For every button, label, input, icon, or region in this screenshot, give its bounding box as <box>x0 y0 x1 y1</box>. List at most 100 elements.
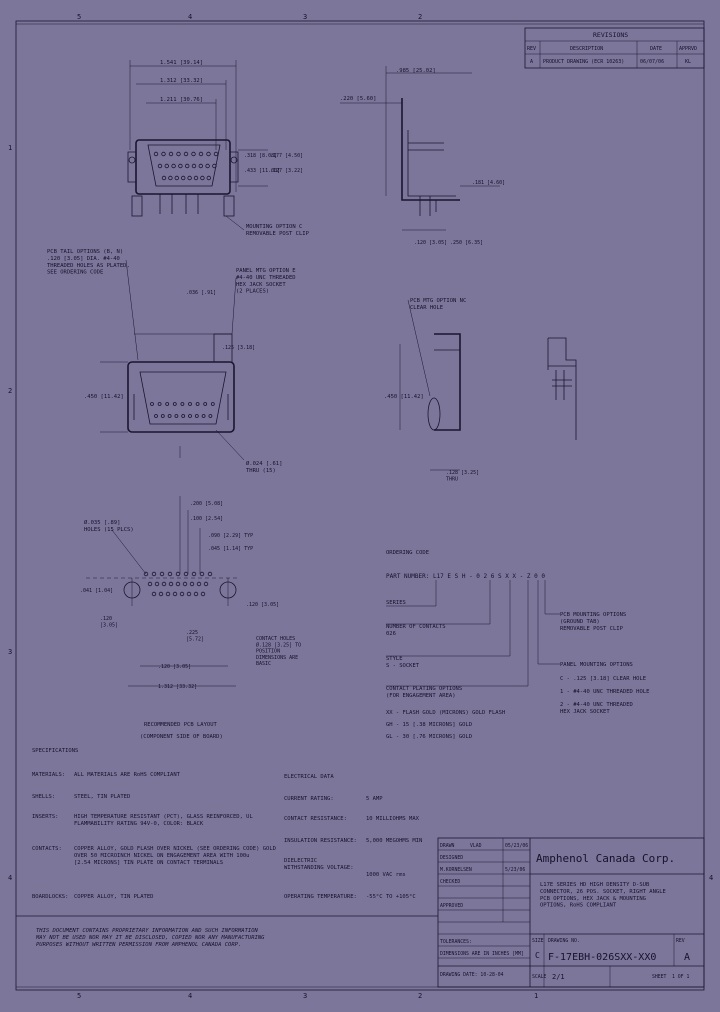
dimension-label: .120 [3.05] <box>158 664 191 670</box>
contact-pin <box>188 414 192 418</box>
zone-label-top: 3 <box>303 13 307 21</box>
specifications: SPECIFICATIONS MATERIALS: ALL MATERIALS … <box>32 748 276 900</box>
pcb-hole <box>161 581 167 587</box>
zone-label-right: 4 <box>709 874 713 882</box>
ordering-code: ORDERING CODE PART NUMBER: L17 E S H - 0… <box>386 550 649 740</box>
tb-value: M.KORNELSEN <box>440 867 472 873</box>
revisions-header: REV <box>527 46 536 52</box>
pcb-hole <box>193 591 199 597</box>
electrical-title: ELECTRICAL DATA <box>284 774 334 780</box>
dimension-label: .985 [25.02] <box>396 68 436 74</box>
contact-pin <box>157 163 163 169</box>
tb-label: SIZE <box>532 938 544 944</box>
tb-label: DESIGNED <box>440 855 463 861</box>
contact-pin <box>153 151 159 157</box>
pcb-layout-title: RECOMMENDED PCB LAYOUT <box>144 722 218 728</box>
zone-label-left: 1 <box>8 144 12 152</box>
contact-pin <box>188 402 192 406</box>
revisions-table: REVISIONS REV DESCRIPTION DATE APPRVD A … <box>524 27 705 69</box>
dimension-label: 1.211 [30.76] <box>160 97 203 103</box>
contact-pin <box>157 402 162 406</box>
revisions-header: DESCRIPTION <box>570 46 603 52</box>
electrical-label: OPERATING TEMPERATURE: <box>284 894 357 900</box>
dimension-label: .127 [3.22] <box>270 168 303 174</box>
contact-pin <box>176 151 181 157</box>
ordering-panel-title: PANEL MOUNTING OPTIONS <box>560 662 633 668</box>
contact-pin <box>195 402 200 406</box>
contact-pin <box>154 414 158 418</box>
contact-pin <box>180 402 185 406</box>
tb-value: VLAD <box>470 843 482 849</box>
tb-label: REV <box>676 938 685 944</box>
electrical-data: ELECTRICAL DATA CURRENT RATING: 5 AMP CO… <box>284 774 422 900</box>
contact-pin <box>206 175 211 181</box>
ordering-panel-option: 1 - #4-40 UNC THREADED HOLE <box>560 689 649 695</box>
dimension-label: .125 [3.18] <box>222 345 255 351</box>
spec-value: COPPER ALLOY, GOLD FLASH OVER NICKEL (SE… <box>74 846 276 866</box>
pcb-hole <box>200 591 206 597</box>
dimension-label: 1.312 [33.32] <box>158 684 197 690</box>
dimension-label: .120 [3.05] <box>246 602 279 608</box>
tb-size: C <box>535 951 540 960</box>
contact-pin <box>161 151 166 157</box>
tb-note: DIMENSIONS ARE IN INCHES [MM] <box>440 951 524 957</box>
callout-holes: Ø.035 [.89]HOLES (15 PLCS) <box>84 519 134 533</box>
contact-pin <box>201 414 206 418</box>
sheet-border <box>15 20 705 991</box>
tb-sheet: 1 OF 1 <box>672 974 689 980</box>
contact-pin <box>168 151 174 157</box>
pcb-hole <box>168 581 174 587</box>
pcb-hole <box>147 581 153 587</box>
electrical-value: 5 AMP <box>366 796 383 802</box>
pcb-hole <box>183 571 189 577</box>
pcb-hole <box>165 591 171 597</box>
pcb-layout: Ø.035 [.89]HOLES (15 PLCS) .200 [5.08] .… <box>80 496 301 740</box>
zone-label-left: 3 <box>8 648 12 656</box>
contact-pin <box>168 175 173 181</box>
drawing-number: F-17EBH-026SXX-XX0 <box>548 952 656 963</box>
pcb-hole <box>151 591 157 597</box>
pcb-hole <box>207 571 213 577</box>
tb-label: DRAWING NO. <box>548 938 580 944</box>
contact-pin <box>208 414 213 418</box>
contact-pin <box>205 163 210 169</box>
drawing-rev: A <box>684 952 690 963</box>
dimension-label: .128 [3.25]THRU <box>446 470 479 482</box>
revision-cell: PRODUCT DRAWING (ECR 10263) <box>543 59 624 65</box>
disclaimer-text: THIS DOCUMENT CONTAINS PROPRIETARY INFOR… <box>35 928 265 948</box>
contact-pin <box>174 414 179 418</box>
spec-label: INSERTS: <box>32 814 59 820</box>
dimension-label: .318 [8.08] <box>244 153 277 159</box>
pcb-hole <box>143 571 149 577</box>
pcb-hole <box>159 571 165 577</box>
electrical-value: 10 MILLIOHMS MAX <box>366 816 420 822</box>
tb-label: CHECKED <box>440 879 460 885</box>
contact-pin <box>206 151 211 157</box>
contact-pin <box>161 175 167 181</box>
pcb-hole <box>179 591 185 597</box>
contact-pin <box>178 163 183 169</box>
pcb-hole <box>175 571 181 577</box>
spec-value: STEEL, TIN PLATED <box>74 794 130 800</box>
dimension-label: .450 [11.42] <box>384 394 424 400</box>
pcb-hole <box>196 581 202 587</box>
pcb-hole <box>191 571 197 577</box>
pcb-hole <box>199 571 205 577</box>
spec-label: MATERIALS: <box>32 772 65 778</box>
ordering-plating-title: CONTACT PLATING OPTIONS(FOR ENGAGEMENT A… <box>386 686 462 699</box>
contact-pin <box>183 151 189 157</box>
electrical-label: CONTACT RESISTANCE: <box>284 816 347 822</box>
pcb-hole <box>154 581 160 587</box>
revisions-header: APPRVD <box>679 46 697 52</box>
zone-label-left: 2 <box>8 387 12 395</box>
tb-label: SCALE <box>532 974 547 980</box>
ordering-pcb-mounting: PCB MOUNTING OPTIONS(GROUND TAB)REMOVABL… <box>560 612 626 632</box>
dimension-label: .250 [6.35] <box>450 240 483 246</box>
